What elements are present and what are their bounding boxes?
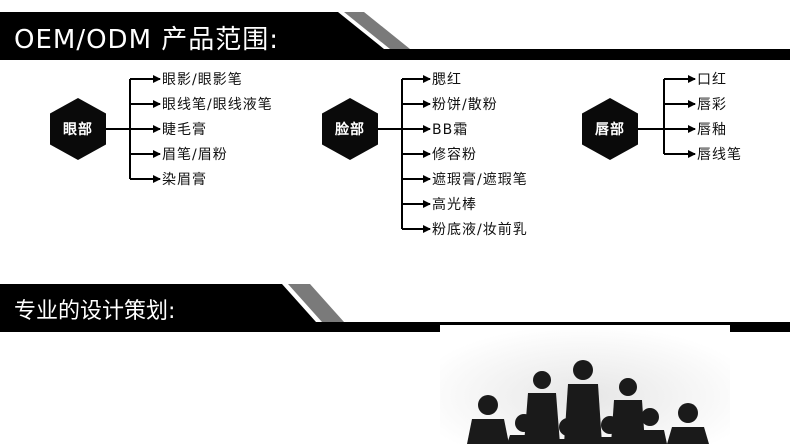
lips-item: 唇彩 [697,97,727,113]
face-item: 遮瑕膏/遮瑕笔 [432,172,528,188]
banner-shape [0,12,790,60]
oem-section-title: OEM/ODM 产品范围: [14,25,280,55]
category-eyes-label: 眼部 [63,122,93,138]
face-item: 高光棒 [432,197,477,213]
eyes-item: 眉笔/眉粉 [162,147,228,163]
design-section-banner: 专业的设计策划: [0,284,790,332]
oem-section-banner: OEM/ODM 产品范围: [0,12,790,60]
team-silhouette-image [440,325,730,444]
eyes-item: 睫毛膏 [162,122,207,138]
face-item: 腮红 [432,72,462,88]
category-face: 脸部 [322,98,378,160]
category-face-label: 脸部 [335,122,365,138]
eyes-item: 眼影/眼影笔 [162,72,243,88]
lips-item: 唇线笔 [697,147,742,163]
design-section-title: 专业的设计策划: [14,299,176,324]
banner-shape [0,284,790,332]
lips-item: 唇釉 [697,122,727,138]
eyes-item: 眼线笔/眼线液笔 [162,97,273,113]
face-item: 修容粉 [432,147,477,163]
face-item: 粉饼/散粉 [432,97,498,113]
category-lips-label: 唇部 [595,122,625,138]
lips-item: 口红 [697,72,727,88]
face-item: BB霜 [432,122,469,138]
face-item: 粉底液/妆前乳 [432,222,528,238]
eyes-item: 染眉膏 [162,172,207,188]
